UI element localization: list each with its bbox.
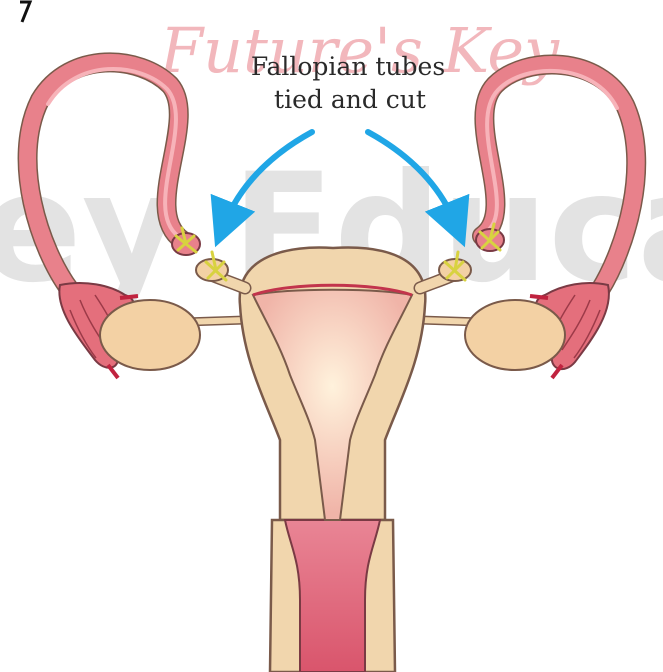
label-line-2: tied and cut: [274, 85, 426, 114]
corner-mark: [20, 2, 30, 22]
label-line-1: Fallopian tubes: [251, 52, 445, 81]
left-ovary: [100, 300, 200, 370]
vaginal-canal: [285, 520, 380, 672]
right-ovary: [465, 300, 565, 370]
